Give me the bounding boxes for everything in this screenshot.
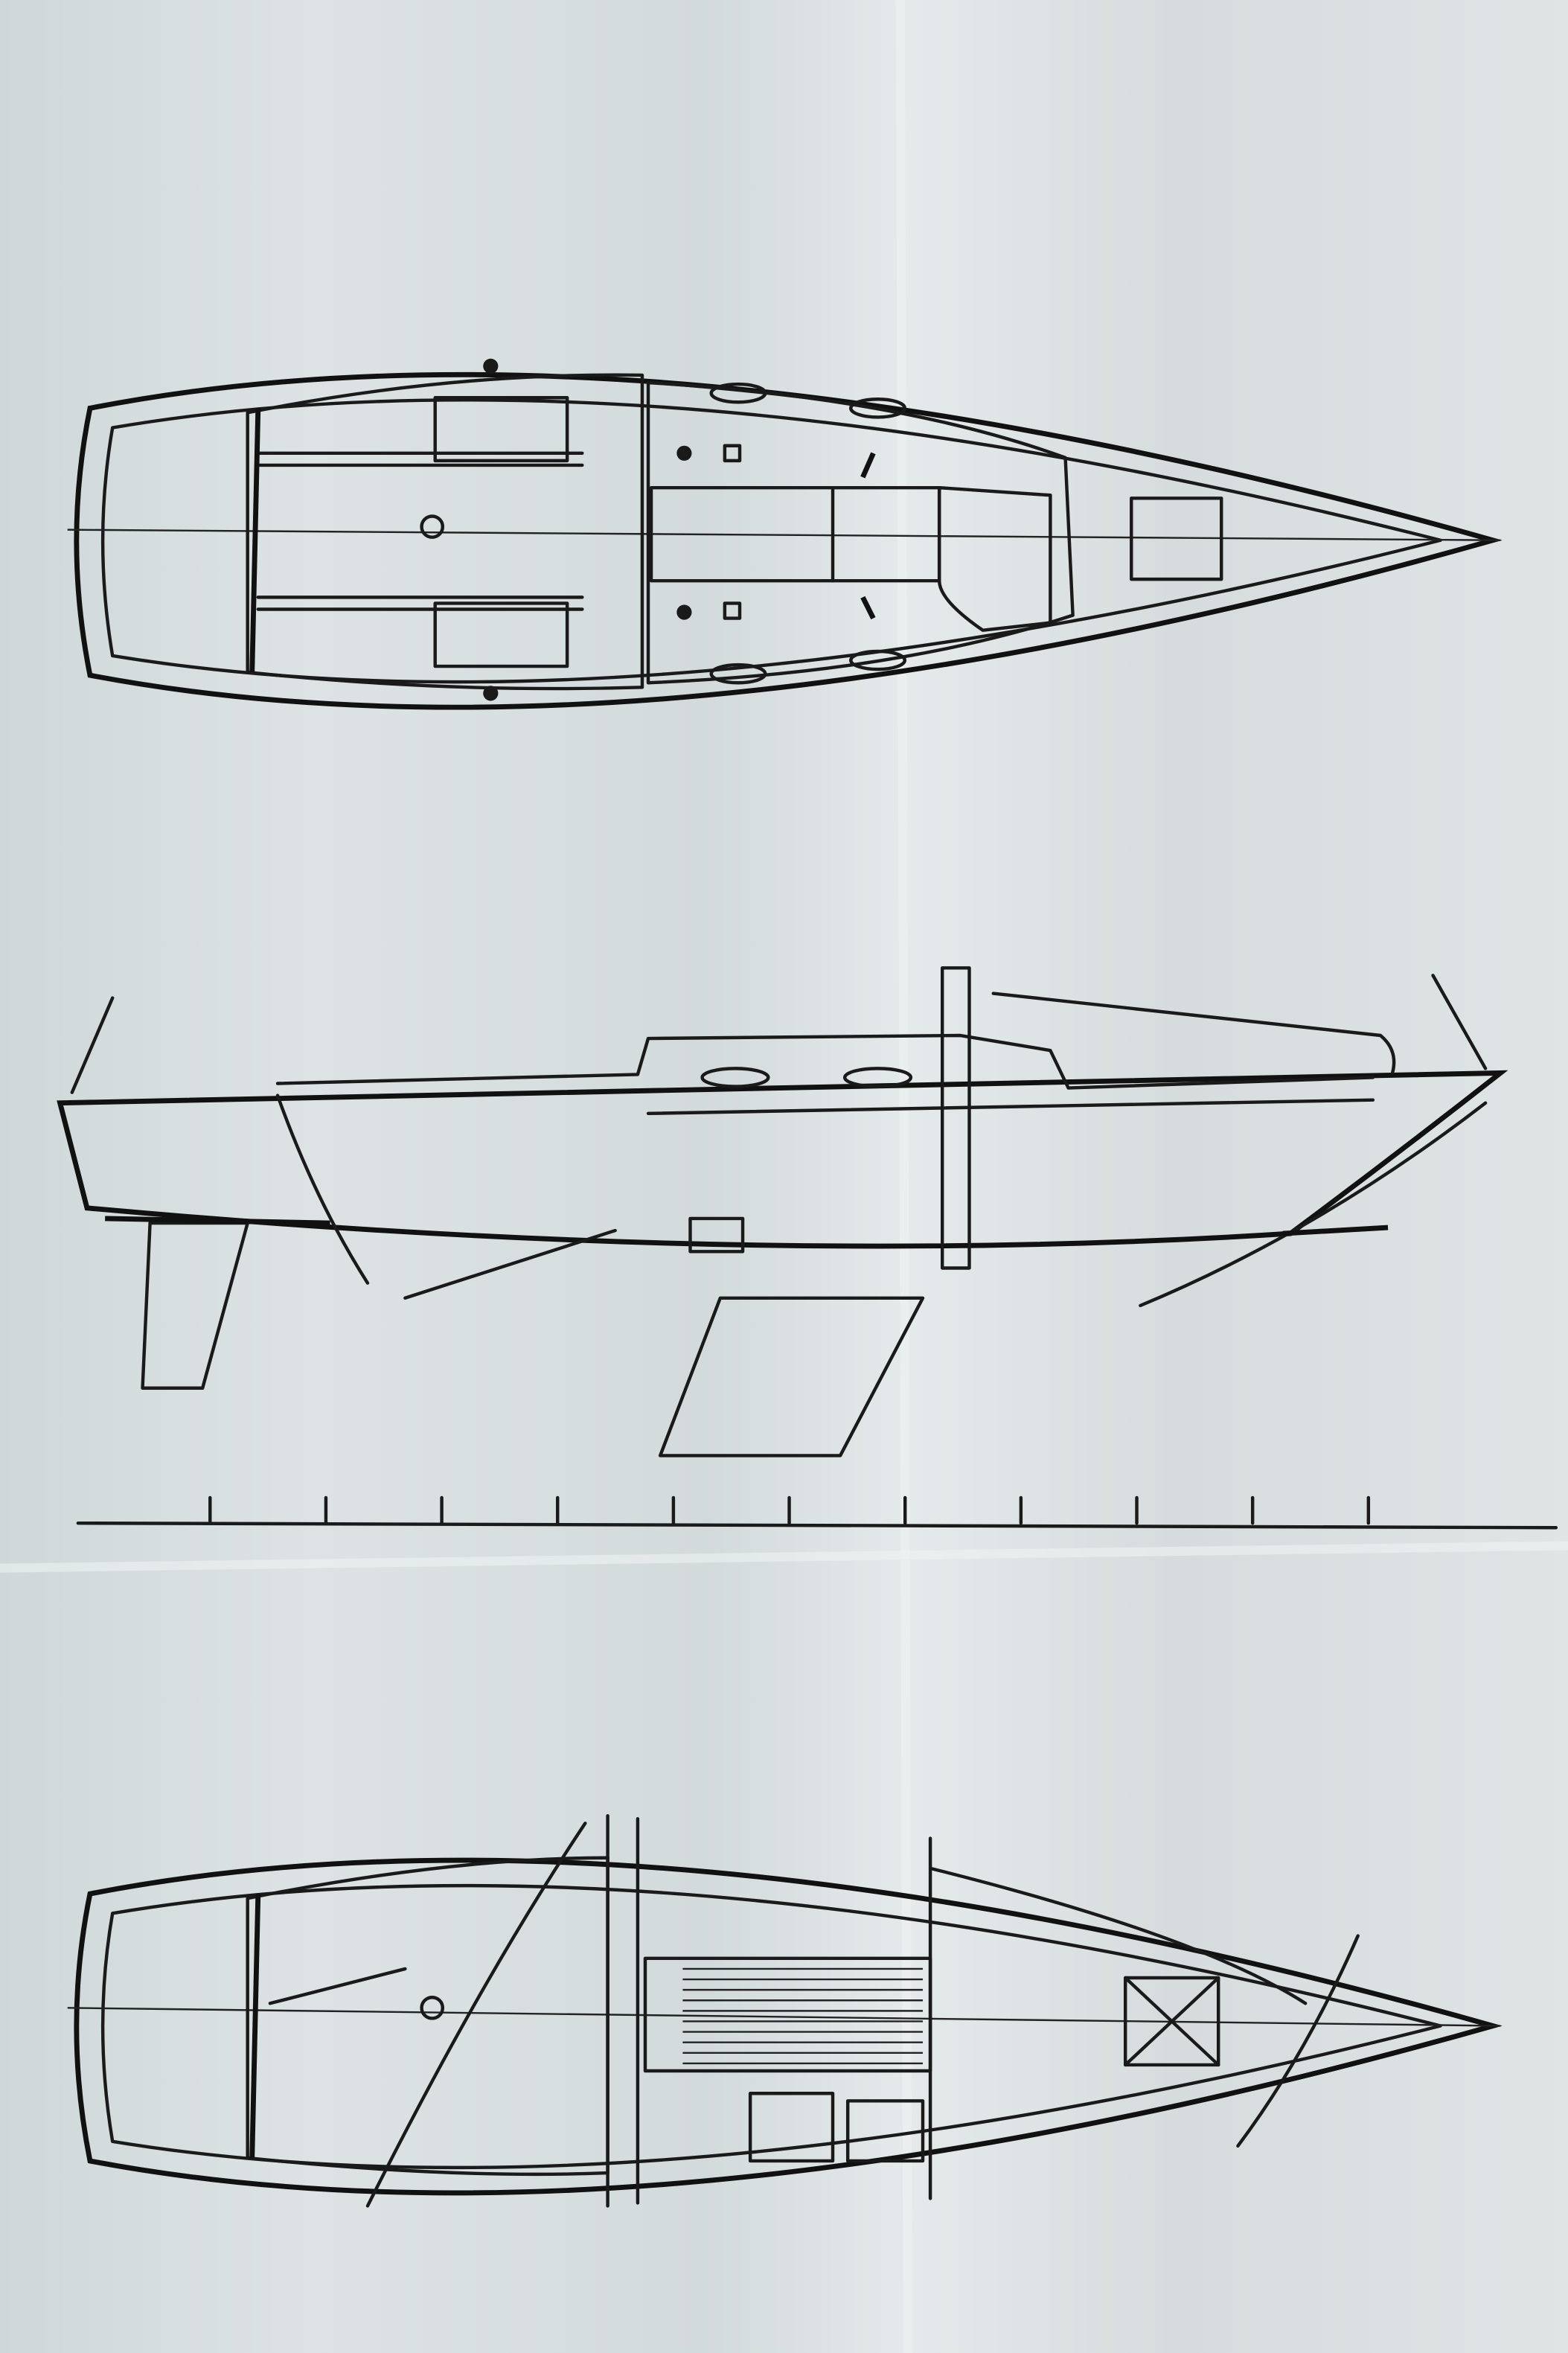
port-light [709, 382, 767, 404]
paper-fold [0, 1541, 1568, 1573]
port-light [849, 398, 907, 419]
mast [940, 966, 971, 1270]
boom [991, 992, 1396, 1075]
cockpit-seat [433, 601, 569, 668]
hull-profile [57, 1070, 1508, 1249]
deck-edge [100, 1883, 1442, 2170]
centerline [67, 529, 1501, 541]
hull-outline [74, 371, 1503, 710]
port-light [849, 649, 907, 671]
profile-view [57, 966, 1508, 1458]
rudder [141, 1221, 249, 1390]
scale-bar [76, 1495, 1558, 1530]
forestay [1431, 974, 1488, 1070]
centerline [67, 2007, 1501, 2027]
fore-hatch [1130, 497, 1223, 581]
paper-fold [895, 0, 912, 2353]
cockpit-seat [433, 396, 569, 463]
section-line [365, 1822, 1360, 2208]
cabin-top [646, 380, 1075, 685]
keel [658, 1296, 925, 1458]
galley-sink [845, 2099, 925, 2163]
scale-line [76, 1521, 1558, 1530]
backstay [70, 996, 115, 1094]
deck-plan-view [67, 358, 1503, 710]
galley-stove [748, 2092, 835, 2163]
fore-hatch [1123, 1976, 1220, 2067]
winch-icon [420, 514, 445, 539]
accommodation-plan-view [67, 1814, 1503, 2208]
saloon-table [643, 1956, 932, 2073]
deck-edge [100, 398, 1442, 684]
section-line [275, 1094, 1488, 1308]
hull-outline [74, 1857, 1503, 2196]
cabin-profile [275, 1033, 1375, 1090]
cockpit [246, 373, 644, 691]
port-light [709, 663, 767, 685]
